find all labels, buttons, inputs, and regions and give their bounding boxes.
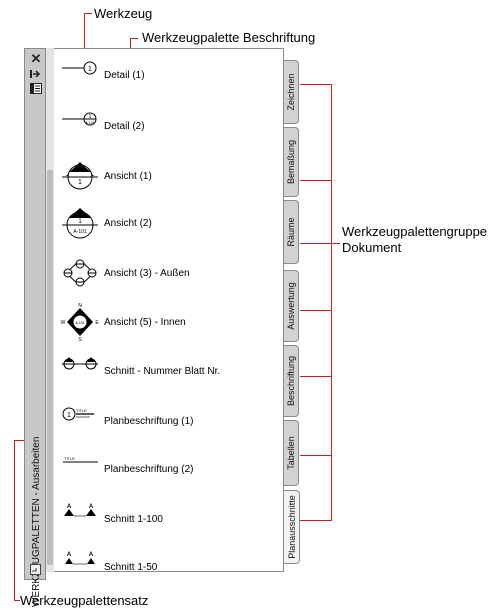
tool-label: Planbeschriftung (1) [104, 415, 194, 427]
palette-menu-icon[interactable] [29, 564, 43, 576]
callout-group-label-line2: Dokument [342, 240, 402, 255]
svg-text:1: 1 [89, 114, 92, 120]
detail-marker-icon: 1 [60, 55, 100, 95]
tool-label: Ansicht (1) [104, 170, 152, 182]
palette-content [46, 48, 284, 572]
svg-text:E: E [95, 320, 99, 326]
tab-label: Planausschnitte [286, 495, 297, 559]
svg-text:S: S [78, 337, 82, 342]
tab-tabellen[interactable]: Tabellen [284, 420, 299, 486]
tab-label: Zeichnen [286, 73, 296, 111]
svg-text:A: A [89, 504, 94, 510]
callout-tool-label: Werkzeug [94, 6, 153, 21]
tool-elevation-3[interactable]: Ansicht (3) - Außen [60, 256, 190, 290]
auto-hide-icon[interactable] [29, 69, 43, 81]
close-icon[interactable]: ✕ [30, 51, 42, 66]
properties-icon[interactable] [29, 83, 43, 95]
tab-label: Räume [286, 217, 296, 247]
tool-label: Ansicht (3) - Außen [104, 267, 190, 279]
tab-bemassung[interactable]: Bemaßung [284, 127, 299, 197]
tool-section-1-50[interactable]: A A Schnitt 1-50 [60, 552, 158, 580]
tab-label: Bemaßung [286, 139, 296, 185]
svg-text:1: 1 [78, 219, 82, 225]
tool-elevation-5[interactable]: N S W E A-101 Ansicht (5) - Innen [60, 302, 186, 343]
svg-text:A: A [89, 552, 94, 558]
callout-set-label: Werkzeugpalettensatz [20, 593, 149, 608]
tab-zeichnen[interactable]: Zeichnen [284, 60, 299, 124]
tab-auswertung[interactable]: Auswertung [284, 270, 299, 342]
svg-text:A-101: A-101 [75, 321, 84, 325]
title-mark-icon: 1 TITLE [60, 401, 100, 441]
svg-text:A: A [67, 504, 72, 510]
svg-text:1: 1 [67, 412, 71, 419]
tab-planausschnitte[interactable]: Planausschnitte [284, 490, 300, 564]
svg-text:A-101: A-101 [85, 121, 94, 125]
palette-titlebar[interactable]: ✕ WERKZEUGPALETTEN - Ausarbeiten [24, 48, 46, 607]
tool-label: Planbeschriftung (2) [104, 463, 194, 475]
svg-text:A: A [67, 552, 72, 558]
svg-text:TITLE: TITLE [76, 408, 87, 413]
elevation-marker-icon: 1 [60, 160, 100, 192]
tool-section-1-100[interactable]: A A Schnitt 1-100 [60, 504, 163, 532]
svg-text:N: N [78, 303, 82, 309]
tool-label: Schnitt - Nummer Blatt Nr. [104, 365, 221, 377]
scrollbar-thumb[interactable] [47, 170, 53, 565]
palette-set-title: WERKZEUGPALETTEN - Ausarbeiten [31, 436, 42, 607]
tool-title-mark-2[interactable]: TITLE Planbeschriftung (2) [60, 456, 194, 482]
tab-beschriftung[interactable]: Beschriftung [284, 345, 299, 417]
tab-raeume[interactable]: Räume [284, 200, 299, 264]
svg-text:TITLE: TITLE [64, 456, 75, 461]
svg-text:1: 1 [78, 179, 82, 186]
svg-text:A-101: A-101 [73, 229, 87, 235]
tool-elevation-1[interactable]: 1 Ansicht (1) [60, 160, 152, 192]
section-number-icon [60, 351, 100, 391]
callout-group-label-line1: Werkzeugpalettengruppe [342, 224, 488, 239]
svg-text:W: W [61, 320, 66, 326]
tool-label: Ansicht (2) [104, 217, 152, 229]
svg-text:1: 1 [88, 66, 92, 73]
tool-label: Schnitt 1-100 [104, 513, 163, 525]
tool-label: Detail (1) [104, 69, 145, 81]
tool-label: Schnitt 1-50 [104, 561, 158, 573]
title-mark-line-icon: TITLE [60, 449, 100, 489]
elevation-exterior-icon [60, 256, 100, 290]
tool-section-number[interactable]: Schnitt - Nummer Blatt Nr. [60, 357, 221, 384]
elevation-interior-icon: N S W E A-101 [60, 302, 100, 343]
tool-title-mark-1[interactable]: 1 TITLE Planbeschriftung (1) [60, 407, 194, 434]
tab-label: Tabellen [286, 436, 296, 470]
callout-palette-label: Werkzeugpalette Beschriftung [142, 30, 316, 45]
tool-label: Detail (2) [104, 120, 145, 132]
tab-label: Beschriftung [286, 355, 296, 407]
tab-label: Auswertung [286, 282, 296, 330]
tool-label: Ansicht (5) - Innen [104, 316, 186, 328]
tool-detail-1[interactable]: 1 Detail (1) [60, 61, 145, 88]
